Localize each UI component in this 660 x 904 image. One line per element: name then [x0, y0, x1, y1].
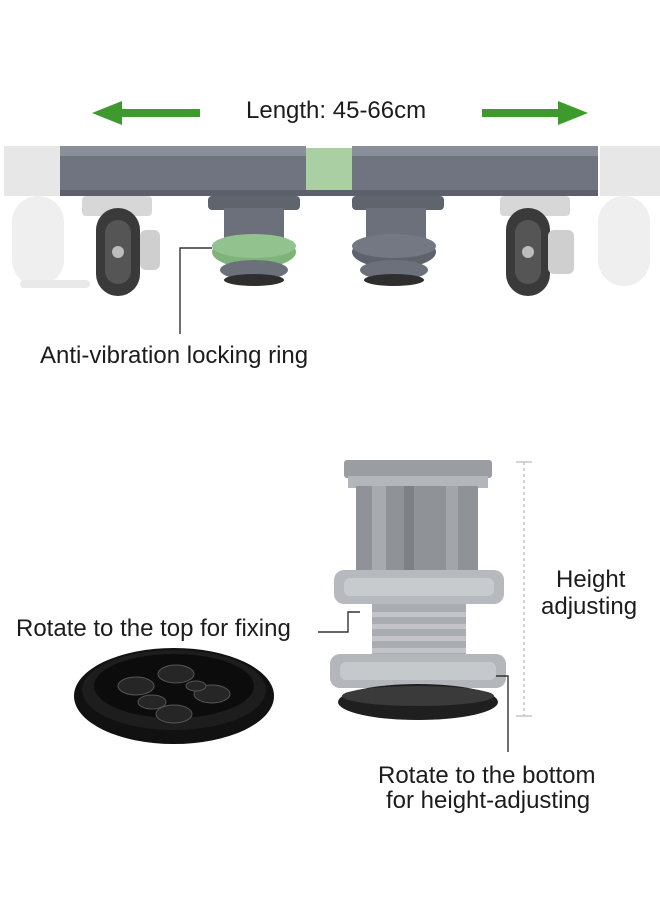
frame-faded [4, 146, 660, 288]
bottom-label-line2: for height-adjusting [386, 787, 591, 814]
fix-leader-line [318, 611, 360, 633]
top-fix-label: Rotate to the top for fixing [16, 615, 291, 642]
foot-detail [330, 460, 506, 720]
bottom-label-line1: Rotate to the bottom [378, 762, 596, 789]
adjust-leader-line [496, 675, 509, 752]
height-label-line2: adjusting [541, 593, 638, 620]
height-guide [516, 461, 532, 717]
length-label: Length: 45-66cm [246, 97, 427, 124]
arrow-left-icon [92, 101, 200, 125]
caster-wheel-left [82, 196, 160, 296]
suction-pad [74, 648, 274, 744]
adjustable-foot-left [208, 196, 300, 286]
caster-wheel-right [500, 196, 574, 296]
arrow-right-icon [482, 101, 588, 125]
adjustable-foot-right [352, 196, 444, 286]
frame-bar [60, 146, 598, 196]
height-label-line1: Height [556, 566, 626, 593]
ring-label: Anti-vibration locking ring [40, 342, 309, 369]
ring-leader-line [179, 247, 212, 334]
